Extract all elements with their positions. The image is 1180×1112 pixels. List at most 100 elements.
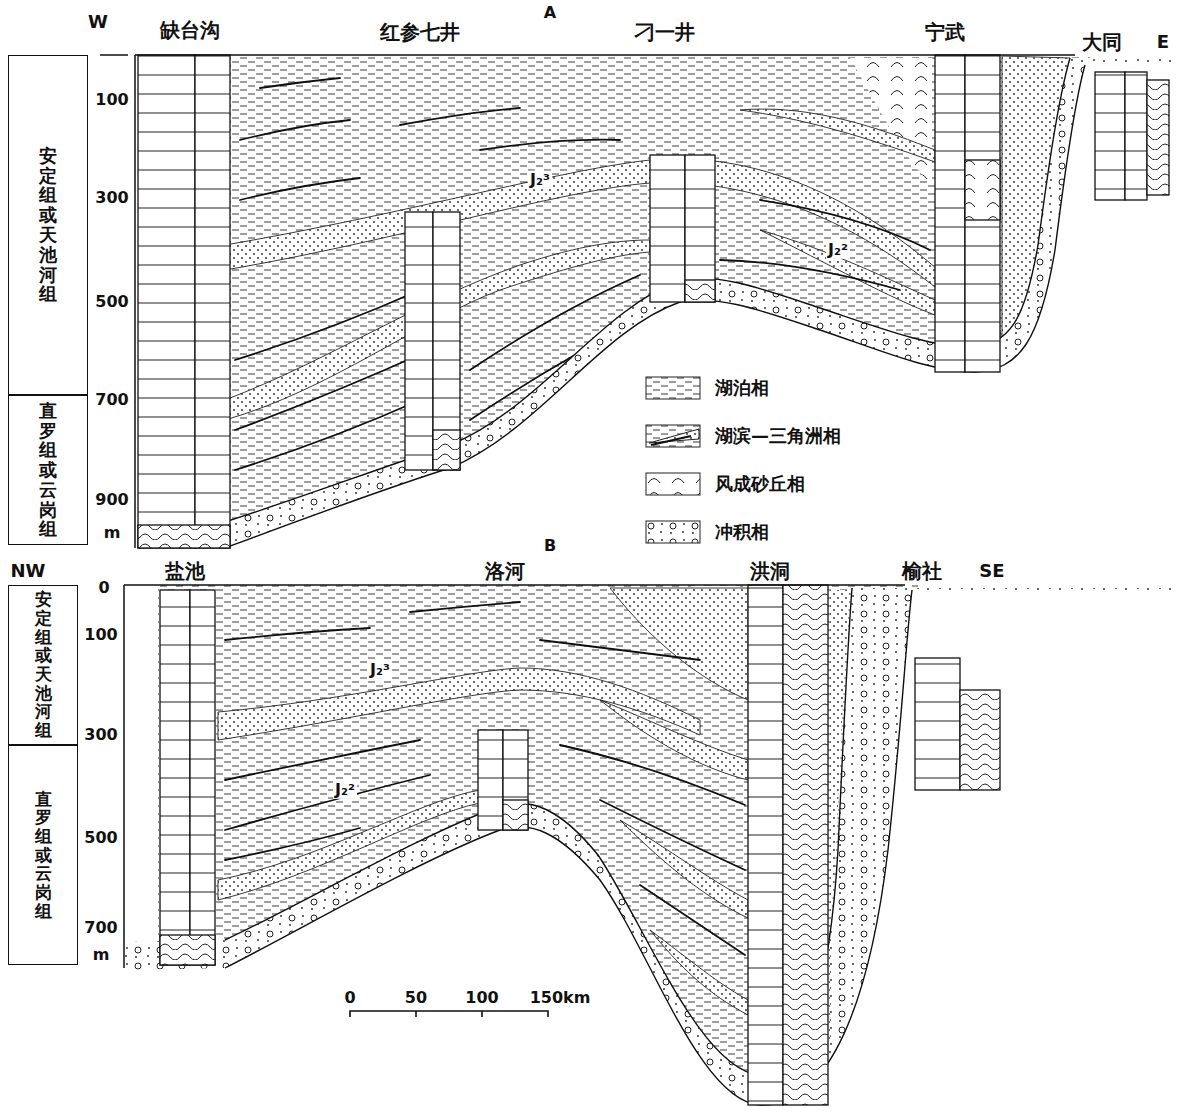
axis-lines xyxy=(100,55,1075,548)
drawing-part xyxy=(640,885,745,955)
map-label: 洛河 xyxy=(483,560,527,583)
legend-text: 湖滨—三角洲相 xyxy=(715,424,841,448)
basement-ground xyxy=(124,590,1180,1112)
formation-box: 安定组或天池河组 xyxy=(8,55,88,395)
map-label: 100 xyxy=(93,91,130,109)
map-label: J₂² xyxy=(333,781,357,799)
map-label: 700 xyxy=(93,391,130,409)
legend-swatch xyxy=(645,520,701,544)
legend-swatch xyxy=(645,376,701,400)
drawing-part xyxy=(610,588,748,700)
axis-lines xyxy=(124,585,905,968)
drawing-part xyxy=(478,730,503,830)
legend-item: 湖滨—三角洲相 xyxy=(645,424,841,448)
drawing-part xyxy=(620,820,748,918)
map-label: J₂³ xyxy=(528,171,552,189)
map-label: m xyxy=(91,946,112,964)
drawing-part xyxy=(783,585,828,1105)
map-label: 500 xyxy=(93,293,130,311)
legend-item: 冲积相 xyxy=(645,520,769,544)
formation-name: 安定组或天池河组 xyxy=(39,146,57,304)
drawing-part xyxy=(646,521,700,543)
drawing-part xyxy=(560,745,745,805)
drawing-part xyxy=(190,590,215,965)
drawing-part xyxy=(138,525,230,548)
map-label: 洪洞 xyxy=(748,560,792,583)
legend-swatch xyxy=(645,472,701,496)
map-label: 缺台沟 xyxy=(158,19,222,42)
drawing-part xyxy=(260,78,340,88)
map-label: 大同 xyxy=(1080,31,1124,54)
drawing-part xyxy=(503,730,528,830)
well-columns xyxy=(138,55,1169,548)
drawing-part xyxy=(124,584,905,586)
drawing-part xyxy=(235,400,420,470)
map-label: m xyxy=(102,524,123,542)
scale-bar xyxy=(350,1011,548,1017)
formation-box: 直罗组或云岗组 xyxy=(8,395,88,545)
drawing-part xyxy=(650,155,685,302)
formation-name: 直罗组或云岗组 xyxy=(39,401,57,540)
drawing-part xyxy=(935,55,965,372)
map-label: 0 xyxy=(342,989,357,1007)
map-label: 宁武 xyxy=(923,21,967,44)
drawing-part xyxy=(235,290,420,360)
section-a xyxy=(100,55,1180,552)
drawing-part xyxy=(138,55,195,548)
drawing-part xyxy=(748,585,783,1105)
map-label: 0 xyxy=(96,579,111,597)
map-label: 刁一井 xyxy=(633,21,697,44)
drawing-part xyxy=(160,590,190,965)
alluvial-band xyxy=(138,58,1180,552)
drawing-part xyxy=(646,377,700,399)
drawing-part xyxy=(503,800,528,830)
drawing-part xyxy=(123,585,125,968)
drawing-part xyxy=(134,55,136,548)
legend-text: 湖泊相 xyxy=(715,376,769,400)
map-label: 900 xyxy=(93,491,130,509)
drawing-part xyxy=(600,800,745,870)
drawing-part xyxy=(135,54,1075,56)
map-label: 300 xyxy=(82,726,119,744)
legend-text: 冲积相 xyxy=(715,520,769,544)
drawing-part xyxy=(240,178,360,200)
drawing-part xyxy=(410,602,520,612)
drawing-part xyxy=(480,140,620,150)
section-b xyxy=(124,585,1180,1112)
drawing-part xyxy=(600,700,748,780)
drawing-part xyxy=(740,109,935,162)
map-label: E xyxy=(1155,32,1171,53)
map-label: 700 xyxy=(82,919,119,937)
legend-text: 风成砂丘相 xyxy=(715,472,805,496)
drawing-part xyxy=(685,280,715,302)
map-label: 榆社 xyxy=(900,560,944,583)
drawing-part xyxy=(433,212,460,470)
map-label: 100 xyxy=(463,989,500,1007)
legend-item: 风成砂丘相 xyxy=(645,472,805,496)
drawing-part xyxy=(400,108,520,125)
drawing-part xyxy=(960,690,1000,790)
map-label: 500 xyxy=(82,829,119,847)
drawing-part xyxy=(1095,72,1125,200)
drawing-part xyxy=(646,425,700,447)
drawing-part xyxy=(195,55,230,548)
drawing-part xyxy=(218,668,700,740)
drawing-part xyxy=(651,436,691,445)
basement-ground xyxy=(138,65,1180,552)
eolian-dune-facies xyxy=(850,58,932,185)
map-label: 盐池 xyxy=(163,560,207,583)
drawing-part xyxy=(649,429,699,443)
map-label: J₂³ xyxy=(368,661,392,679)
map-label: 300 xyxy=(93,189,130,207)
drawing-part xyxy=(646,473,700,495)
drawing-part xyxy=(225,628,370,640)
map-label: W xyxy=(86,12,110,33)
map-label: 150km xyxy=(528,989,593,1007)
formation-box: 直罗组或云岗组 xyxy=(8,745,78,965)
drawing-part xyxy=(685,155,715,302)
drawing-part xyxy=(540,640,700,660)
well-columns xyxy=(160,585,1000,1105)
drawing-part xyxy=(100,54,128,56)
alluvial-band xyxy=(124,588,1180,1112)
formation-box: 安定组或天池河组 xyxy=(8,585,78,745)
